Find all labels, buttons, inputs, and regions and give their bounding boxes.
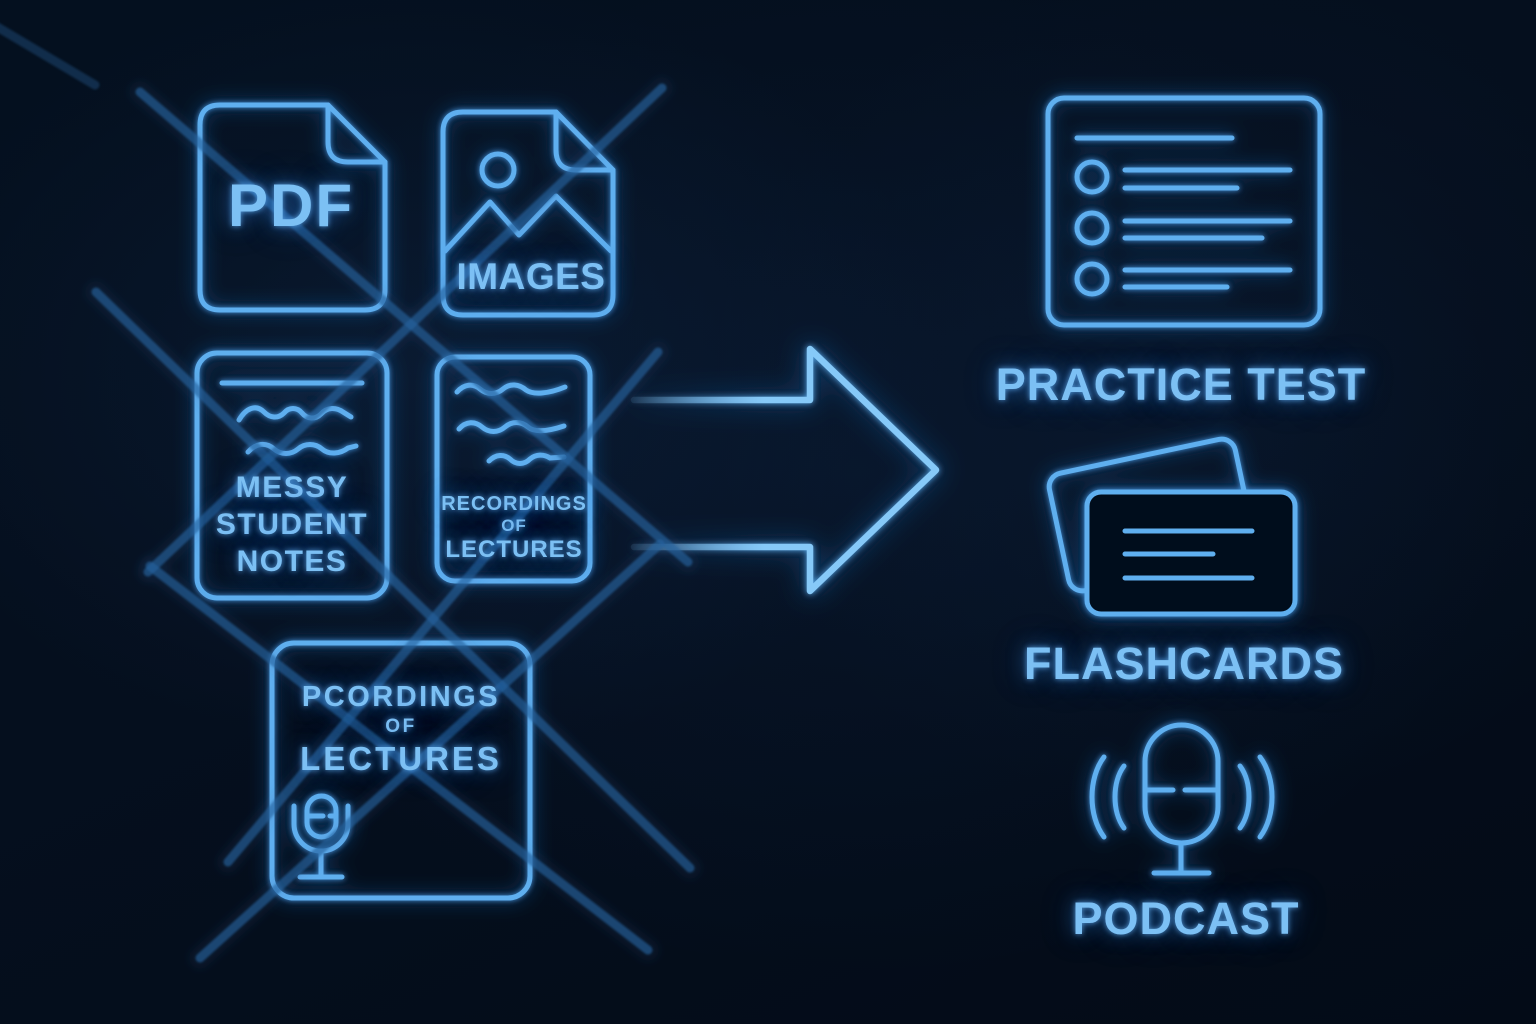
messy-notes-label: MESSY STUDENT NOTES — [216, 469, 368, 580]
recordings-small-line: LECTURES — [445, 536, 583, 563]
sound-wave-icon — [1112, 763, 1127, 831]
flashcards-icon — [1046, 436, 1298, 617]
podcast-microphone-icon — [1089, 722, 1275, 876]
recordings-small-line: RECORDINGS — [441, 493, 587, 515]
recordings-small-label: RECORDINGS OF LECTURES — [441, 493, 587, 563]
images-label: IMAGES — [456, 256, 606, 297]
pdf-label: PDF — [228, 172, 354, 239]
sound-wave-icon — [1257, 754, 1275, 840]
crossout-x-lines — [0, 23, 701, 969]
messy-notes-line: MESSY — [235, 471, 349, 504]
recordings-large-line: OF — [385, 716, 417, 737]
photo-sun-icon — [479, 151, 517, 189]
arrow-right-icon — [630, 345, 940, 595]
checklist-icon — [1045, 95, 1323, 328]
recordings-large-label: PCORDINGS OF LECTURES — [300, 681, 502, 778]
messy-notes-line: STUDENT — [215, 508, 369, 541]
recordings-small-line: OF — [501, 516, 527, 535]
sound-wave-icon — [1089, 754, 1107, 840]
sound-wave-icon — [1237, 763, 1252, 831]
messy-notes-line: NOTES — [236, 545, 348, 578]
podcast-label: PODCAST — [1072, 893, 1300, 944]
recordings-large-line: PCORDINGS — [301, 681, 501, 713]
flashcards-label: FLASHCARDS — [1024, 638, 1344, 689]
recordings-large-line: LECTURES — [300, 740, 502, 777]
practice-test-label: PRACTICE TEST — [995, 359, 1367, 410]
